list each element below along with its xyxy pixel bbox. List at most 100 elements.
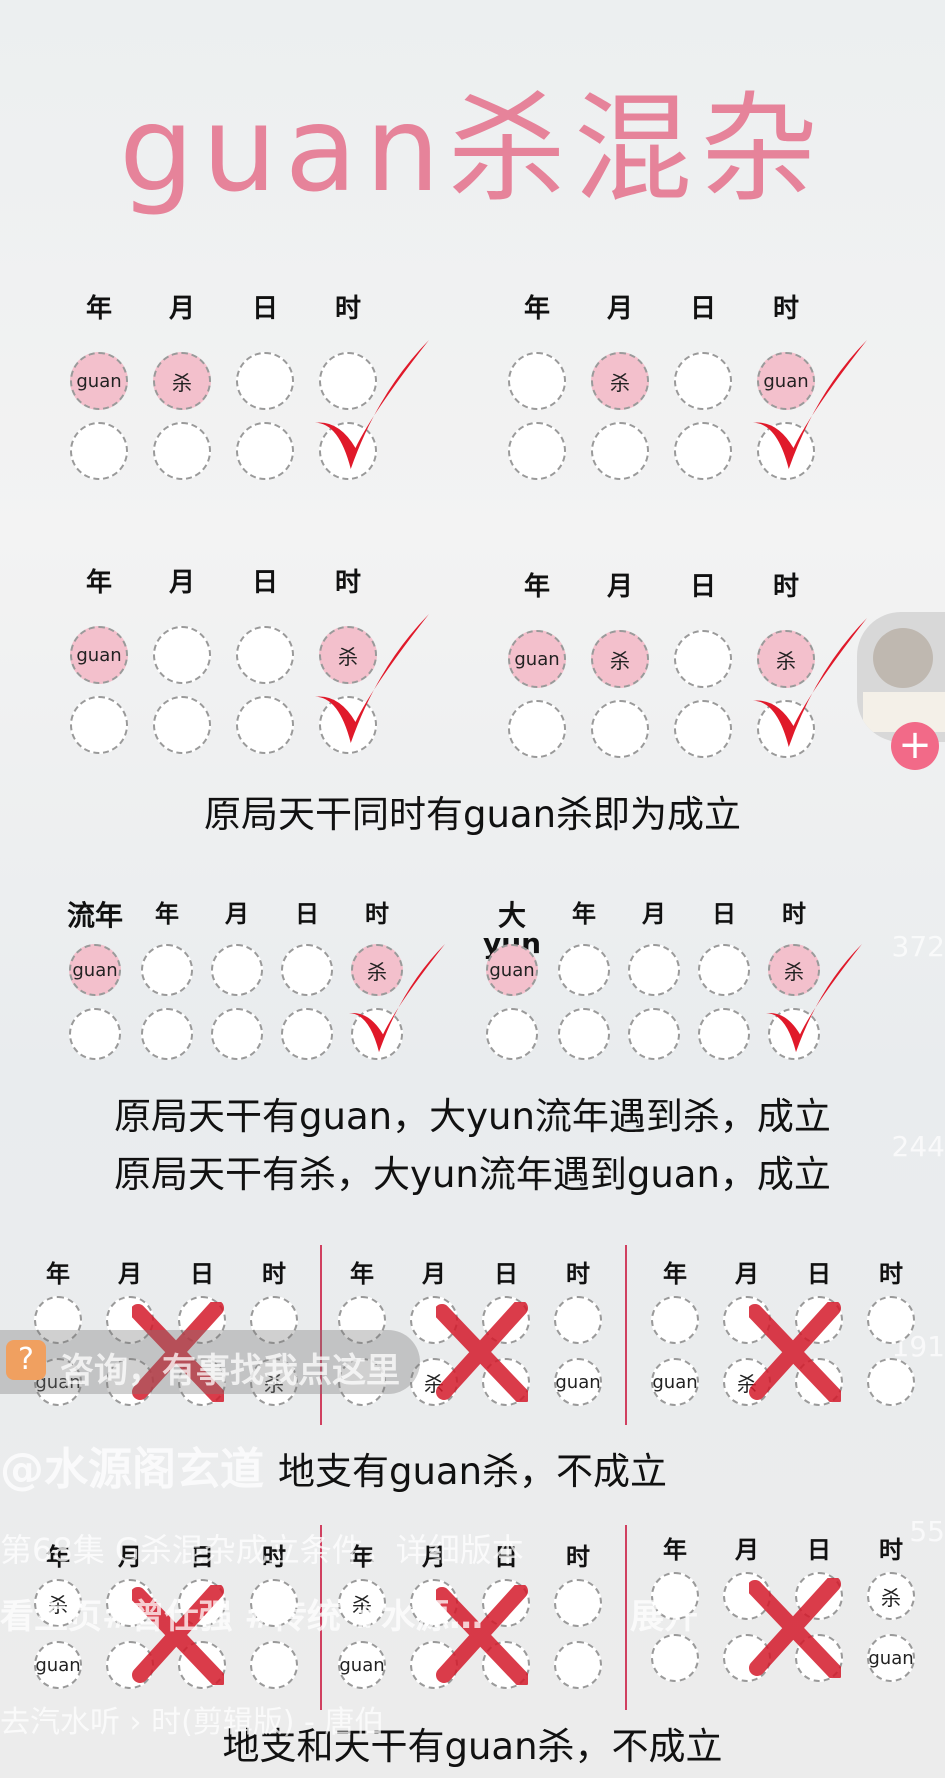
pillar-header: 月 (642, 900, 666, 928)
branch-cell (674, 422, 732, 480)
stem-cell: guan (508, 630, 566, 688)
pillar-header: 年 (663, 1260, 687, 1288)
branch-cell (211, 1008, 263, 1060)
pillar-header: 日 (190, 1260, 214, 1288)
pillar-header: 时 (334, 294, 361, 324)
branch-cell: 杀 (250, 1358, 298, 1406)
cross-icon (132, 1585, 224, 1685)
stem-cell: 杀 (757, 630, 815, 688)
pillar-header: 时 (782, 900, 806, 928)
pillar-header: 年 (350, 1543, 374, 1571)
check-icon (349, 944, 445, 1053)
stem-cell (698, 944, 750, 996)
stem-cell (674, 352, 732, 410)
branch-cell (674, 700, 732, 758)
pillar-header: 时 (262, 1543, 286, 1571)
pillar-header: 日 (807, 1536, 831, 1564)
branch-cell (153, 696, 211, 754)
caption-1: 原局天干同时有guan杀即为成立 (203, 793, 742, 836)
stem-cell (558, 944, 610, 996)
pillar-header: 日 (689, 572, 716, 602)
caption-3: 地支有guan杀，不成立 (277, 1450, 668, 1493)
pillar-header: 时 (879, 1536, 903, 1564)
pillar-header: 日 (251, 294, 278, 324)
pillar-header: 月 (606, 294, 633, 324)
avatar[interactable] (857, 612, 945, 742)
branch-cell (558, 1008, 610, 1060)
check-icon (753, 618, 867, 747)
stem-cell: guan (70, 352, 128, 410)
pillar-header: 时 (879, 1260, 903, 1288)
account-name[interactable]: @水源阁玄道 (0, 1444, 264, 1495)
expand-link[interactable]: 展开 (630, 1597, 698, 1637)
pillar-header: 时 (566, 1260, 590, 1288)
comment-count: 244 (891, 1130, 945, 1163)
branch-cell: guan (34, 1641, 82, 1689)
avatar-face-icon (873, 628, 933, 688)
pillar-header: 年 (85, 568, 112, 598)
stem-cell: 杀 (591, 352, 649, 410)
pillar-header: 时 (334, 568, 361, 598)
cross-icon (749, 1578, 841, 1678)
branch-cell (628, 1008, 680, 1060)
stem-cell (867, 1296, 915, 1344)
stem-cell: 杀 (34, 1579, 82, 1627)
branch-cell (281, 1008, 333, 1060)
branch-cell: guan (338, 1641, 386, 1689)
cross-icon (436, 1302, 528, 1402)
pillar-header: 月 (422, 1260, 446, 1288)
stem-cell: 杀 (768, 944, 820, 996)
pillar-header: 年 (523, 572, 550, 602)
caption-4: 地支和天干有guan杀，不成立 (222, 1725, 723, 1768)
stem-cell (651, 1296, 699, 1344)
music-link[interactable]: 去汽水听 › 时(剪辑版) - 唐伯 (0, 1705, 385, 1740)
pillar-header: 年 (663, 1536, 687, 1564)
cross-icon (132, 1302, 224, 1402)
pillar-header: 年 (85, 294, 112, 324)
pillar-header: 日 (190, 1543, 214, 1571)
pillar-header: 时 (365, 900, 389, 928)
pillar-header: 月 (118, 1260, 142, 1288)
stem-cell (153, 626, 211, 684)
stem-cell (250, 1296, 298, 1344)
cross-icon (436, 1585, 528, 1685)
consult-text: 咨询，有事找我点这里 (60, 1351, 400, 1391)
favorite-count: 191 (891, 1330, 945, 1363)
pillar-header: 年 (46, 1260, 70, 1288)
page-title: guan杀混杂 (119, 80, 826, 218)
caption-2b: 原局天干有杀，大yun流年遇到guan，成立 (114, 1153, 831, 1196)
follow-plus-button[interactable]: + (891, 722, 939, 770)
divider (320, 1245, 322, 1425)
question-icon: ? (6, 1340, 46, 1380)
pillar-header: 时 (772, 294, 799, 324)
stem-cell (651, 1572, 699, 1620)
stem-cell (319, 352, 377, 410)
branch-cell (867, 1358, 915, 1406)
stem-cell (554, 1296, 602, 1344)
stem-cell (34, 1296, 82, 1344)
branch-cell (486, 1008, 538, 1060)
branch-cell (153, 422, 211, 480)
branch-cell (554, 1641, 602, 1689)
pillar-header: 月 (422, 1543, 446, 1571)
branch-cell (651, 1634, 699, 1682)
branch-cell (250, 1641, 298, 1689)
pillar-header: 时 (772, 572, 799, 602)
divider (625, 1245, 627, 1425)
pillar-header: 年 (572, 900, 596, 928)
check-icon (315, 614, 429, 743)
stem-cell: 杀 (338, 1579, 386, 1627)
pillar-header: 日 (712, 900, 736, 928)
pillar-header: 月 (168, 294, 195, 324)
hashtags[interactable]: 看主页#曾仕强 #传统 #水源… (0, 1597, 484, 1637)
consult-banner[interactable]: ? 咨询，有事找我点这里 (0, 1330, 420, 1394)
stem-cell (141, 944, 193, 996)
branch-cell (338, 1358, 386, 1406)
branch-cell (69, 1008, 121, 1060)
stem-cell (338, 1296, 386, 1344)
stem-cell (250, 1579, 298, 1627)
extra-header: 流年 (66, 899, 123, 932)
pillar-header: 月 (225, 900, 249, 928)
stem-cell: guan (757, 352, 815, 410)
pillar-header: 日 (295, 900, 319, 928)
